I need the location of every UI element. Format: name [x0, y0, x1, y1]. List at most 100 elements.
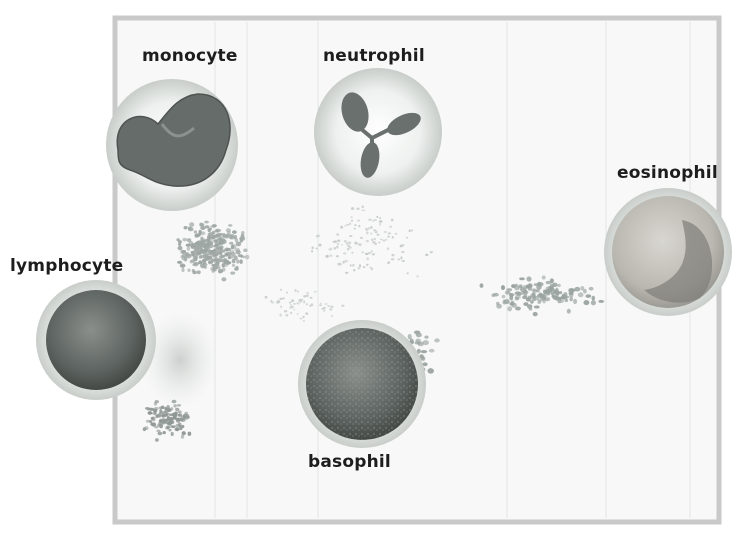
scatter-dot [344, 240, 347, 243]
scatter-dot [207, 235, 211, 239]
scatter-dot [368, 219, 371, 221]
scatter-dot [291, 306, 294, 309]
scatter-dot [370, 226, 372, 229]
scatter-dot [526, 298, 531, 302]
scatter-dot [182, 431, 186, 435]
scatter-dot [379, 223, 381, 226]
scatter-dot [366, 231, 368, 234]
scatter-dot [210, 240, 213, 245]
scatter-dot [184, 226, 188, 229]
scatter-dot [569, 297, 573, 302]
scatter-dot [291, 299, 294, 302]
scatter-dot [151, 416, 156, 419]
scatter-dot [194, 246, 198, 251]
scatter-dot [200, 263, 205, 268]
neutrophil-cell-icon [314, 68, 442, 196]
scatter-dot [557, 284, 561, 287]
scatter-dot [416, 275, 419, 277]
scatter-dot [517, 292, 522, 296]
scatter-dot [387, 236, 389, 238]
scatter-dot [384, 231, 387, 233]
scatter-dot [366, 240, 369, 242]
scatter-dot [515, 306, 521, 310]
scatter-dot [286, 292, 288, 294]
scatter-dot [146, 407, 151, 410]
scatter-dot [150, 422, 153, 425]
scatter-dot [222, 263, 225, 267]
scatter-dot [529, 308, 533, 311]
scatter-dot [351, 219, 353, 222]
scatter-dot [162, 407, 166, 410]
scatter-dot [526, 276, 531, 281]
scatter-dot [327, 305, 330, 307]
scatter-dot [339, 263, 342, 266]
scatter-dot [204, 221, 209, 224]
scatter-dot [377, 234, 380, 236]
scatter-dot [417, 342, 421, 345]
scatter-dot [371, 239, 373, 242]
scatter-dot [341, 305, 344, 307]
scatter-dot [345, 272, 348, 274]
scatter-dot [284, 310, 287, 312]
scatter-dot [228, 256, 232, 259]
scatter-dot [349, 222, 351, 225]
scatter-dot [198, 242, 201, 246]
scatter-dot [306, 303, 308, 305]
scatter-dot [224, 247, 229, 251]
scatter-dot [424, 335, 428, 338]
scatter-dot [400, 256, 402, 259]
scatter-dot [281, 298, 284, 300]
scatter-dot [215, 234, 221, 237]
scatter-dot [578, 292, 584, 297]
scatter-dot [218, 270, 222, 273]
basophil-cell-icon [298, 320, 426, 448]
scatter-dot [363, 266, 366, 268]
scatter-dot [196, 250, 200, 253]
scatter-dot [385, 239, 387, 241]
scatter-dot [180, 263, 186, 267]
scatter-dot [493, 293, 499, 297]
scatter-dot [592, 296, 596, 301]
scatter-dot [231, 244, 236, 249]
scatter-dot [542, 298, 546, 303]
scatter-dot [371, 268, 373, 270]
scatter-dot [311, 246, 314, 249]
scatter-dot [194, 233, 198, 238]
scatter-dot [359, 264, 361, 267]
scatter-dot [346, 242, 348, 245]
scatter-dot [329, 255, 332, 257]
scatter-dot [199, 255, 204, 258]
scatter-dot [523, 290, 529, 294]
scatter-dot [279, 314, 281, 317]
scatter-dot [372, 253, 375, 255]
scatter-dot [343, 252, 346, 254]
scatter-dot [311, 303, 313, 305]
scatter-dot [226, 228, 231, 232]
scatter-dot [199, 230, 202, 235]
scatter-dot [344, 260, 347, 263]
scatter-dot [243, 249, 247, 253]
scatter-dot [340, 227, 343, 229]
scatter-dot [425, 254, 428, 256]
scatter-dot [212, 268, 215, 273]
scatter-dot [323, 307, 326, 310]
scatter-dot [217, 251, 222, 255]
scatter-dot [232, 264, 235, 267]
scatter-dot [501, 285, 505, 290]
scatter-dot [406, 237, 408, 239]
scatter-dot [388, 232, 391, 234]
scatter-dot [236, 259, 239, 263]
scatter-dot [178, 414, 181, 417]
scatter-dot [504, 299, 510, 304]
scatter-dot [290, 312, 292, 314]
scatter-dot [330, 306, 333, 308]
scatter-dot [371, 250, 373, 252]
scatter-dot [408, 334, 412, 339]
scatter-dot [480, 283, 484, 288]
scatter-dot [583, 300, 589, 305]
scatter-dot [552, 295, 556, 298]
scatter-dot [509, 295, 513, 300]
scatter-dot [567, 309, 571, 314]
scatter-dot [303, 320, 305, 322]
